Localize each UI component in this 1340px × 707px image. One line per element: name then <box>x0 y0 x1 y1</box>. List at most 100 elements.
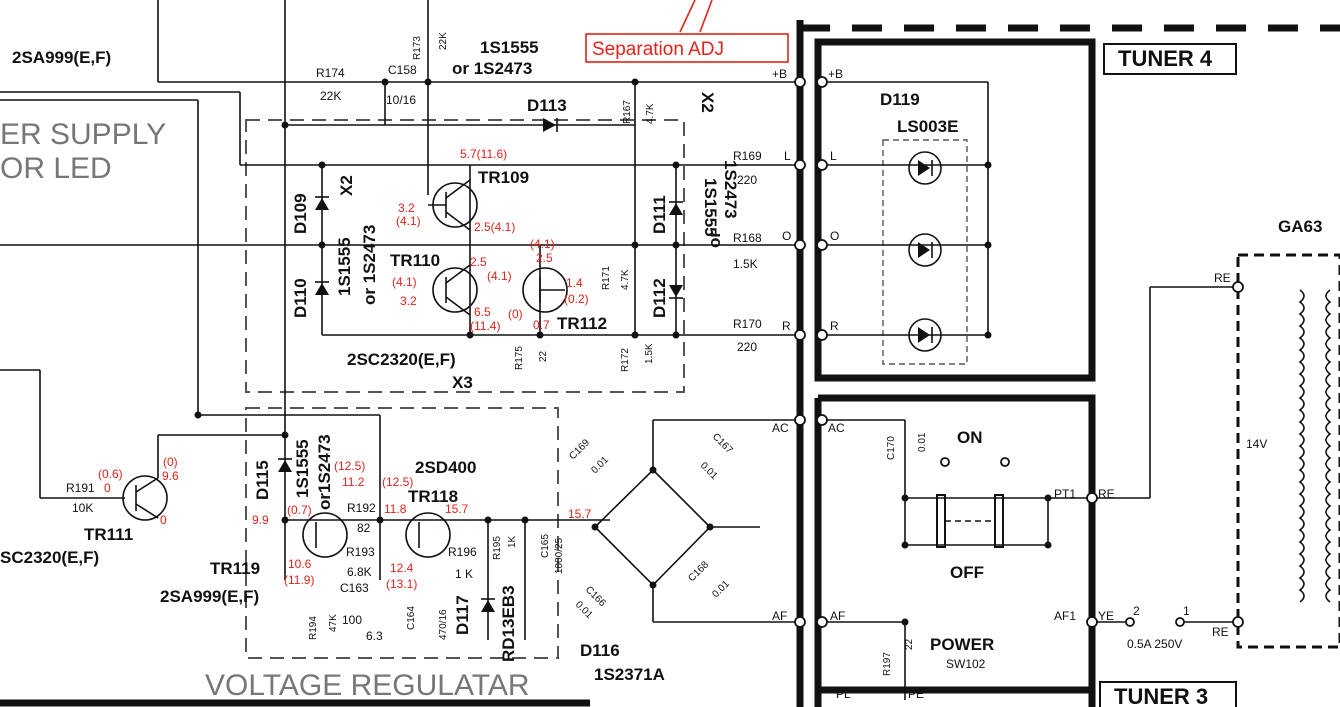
tr109-label: TR109 <box>478 168 529 187</box>
c163-value-2: 6.3 <box>366 629 383 643</box>
v-41-b: (4.1) <box>530 237 555 251</box>
c163-value: 100 <box>342 613 362 627</box>
tr119-label: TR119 <box>210 559 260 578</box>
tr109-symbol <box>428 179 478 231</box>
led-o-symbol <box>908 233 942 267</box>
tr118-label: TR118 <box>408 487 458 506</box>
sw102-label: SW102 <box>946 657 986 671</box>
diode-or-right-label: or <box>705 231 724 248</box>
r197-value: 22 <box>904 638 915 650</box>
power-switch-symbol <box>936 494 1004 548</box>
pin-o-left: O <box>782 229 791 243</box>
d119-label: D119 <box>880 90 920 109</box>
d115-label: D115 <box>253 460 272 500</box>
v-125-b: (12.5) <box>382 475 413 489</box>
c168-value: 0.01 <box>710 578 732 600</box>
r170-label: R170 <box>733 317 762 331</box>
c170-label: C170 <box>886 436 897 460</box>
voltage-14v-label: 14V <box>1246 437 1267 451</box>
power-supply-title-2: OR LED <box>0 152 112 185</box>
v-99: 9.9 <box>252 513 269 527</box>
r173-value: 22K <box>438 32 449 50</box>
pin-l-right: L <box>830 149 837 163</box>
d117-part-label: RD13EB3 <box>499 585 518 662</box>
tr110-label: TR110 <box>390 251 440 270</box>
r172-label: R172 <box>620 348 631 372</box>
r168-value: 1.5K <box>733 257 758 271</box>
r173-label: R173 <box>412 36 423 60</box>
tr112-symbol <box>522 267 568 313</box>
voltage-annotations: 5.7(11.6) 3.2 (4.1) 2.5(4.1) (4.1) 2.5 2… <box>98 147 592 591</box>
v-124: 12.4 <box>390 561 414 575</box>
tuner-3-box <box>814 394 1096 707</box>
v-0: (0) <box>508 307 523 321</box>
led-l-symbol <box>908 151 942 185</box>
r194-label: R194 <box>308 616 319 640</box>
ga6-label: GA63 <box>1278 217 1322 236</box>
v-07: 0.7 <box>533 318 550 332</box>
voltage-regulator-block <box>245 407 559 659</box>
c169-label: C169 <box>567 437 592 462</box>
led-driver-block <box>245 119 685 393</box>
diode-or-1s2473-left-label: or 1S2473 <box>360 225 379 305</box>
pin-re-top: RE <box>1214 271 1231 285</box>
v-25-c: 2.5 <box>470 255 487 269</box>
v-02: (0.2) <box>564 292 589 306</box>
r167-value: 4.7K <box>645 103 656 124</box>
v-25-41: 2.5(4.1) <box>474 220 515 234</box>
r172-value: 1.5K <box>644 343 655 364</box>
q-2sa999-bottom-label: 2SA999(E,F) <box>160 587 259 606</box>
v-0-c: 0 <box>160 513 167 527</box>
tr110-symbol <box>432 264 478 316</box>
r167-label: R167 <box>622 100 633 124</box>
q-2sa999-top-label: 2SA999(E,F) <box>12 48 111 67</box>
r191-label: R191 <box>66 481 95 495</box>
pin-o-right: O <box>830 229 839 243</box>
switch-off-label: OFF <box>950 563 984 582</box>
q-2sd400-label: 2SD400 <box>415 458 476 477</box>
pin-pl: PL <box>836 687 851 701</box>
r195-label: R195 <box>492 536 503 560</box>
c168-label: C168 <box>686 559 711 584</box>
c164-label: C164 <box>406 606 417 630</box>
v-32-a: 3.2 <box>398 201 415 215</box>
r192-label: R192 <box>347 501 376 515</box>
c166-value: 0.01 <box>573 599 595 621</box>
c165-label: C165 <box>540 534 551 558</box>
separation-adj-label: Separation ADJ <box>592 39 724 60</box>
pin-ac-right: AC <box>828 421 845 435</box>
v-41-a: (4.1) <box>396 214 421 228</box>
v-119: (11.9) <box>284 573 314 587</box>
switch-on-label: ON <box>957 428 983 447</box>
pin-plusb-right: +B <box>828 67 843 81</box>
pin-pe: PE <box>908 687 924 701</box>
fuse-rating-label: 0.5A 250V <box>1127 637 1182 651</box>
power-supply-title-1: ER SUPPLY <box>0 118 166 151</box>
r174-value: 22K <box>320 89 341 103</box>
transformer-box <box>1236 253 1340 649</box>
diode-x2-right-label: X2 <box>698 92 717 113</box>
transformer-coils <box>1298 289 1332 603</box>
v-57-116: 5.7(11.6) <box>460 147 507 161</box>
v-65: 6.5 <box>474 305 491 319</box>
pin-pt1: PT1 <box>1054 487 1076 501</box>
c170-value: 0.01 <box>917 432 928 452</box>
pin-re-pt1: RE <box>1098 487 1115 501</box>
r168-label: R168 <box>733 231 762 245</box>
fuse-pin-2: 2 <box>1133 604 1140 618</box>
c158-label: C158 <box>388 63 417 77</box>
c158-value: 10/16 <box>386 93 416 107</box>
tr118-symbol <box>405 512 451 558</box>
tuner-4-tag <box>1103 43 1237 75</box>
diode-x2-left-label: X2 <box>337 175 356 196</box>
pin-r-left: R <box>782 319 791 333</box>
diode-symbols <box>278 118 683 612</box>
d116-label: D116 <box>580 641 620 660</box>
v-0-b: (0) <box>163 455 178 469</box>
diode-1s2473-right-label: 1S2473 <box>721 160 740 219</box>
v-118: 11.8 <box>384 502 407 516</box>
v-157-b: 15.7 <box>568 507 592 521</box>
v-0-a: 0 <box>104 481 111 495</box>
pin-r-right: R <box>830 319 839 333</box>
